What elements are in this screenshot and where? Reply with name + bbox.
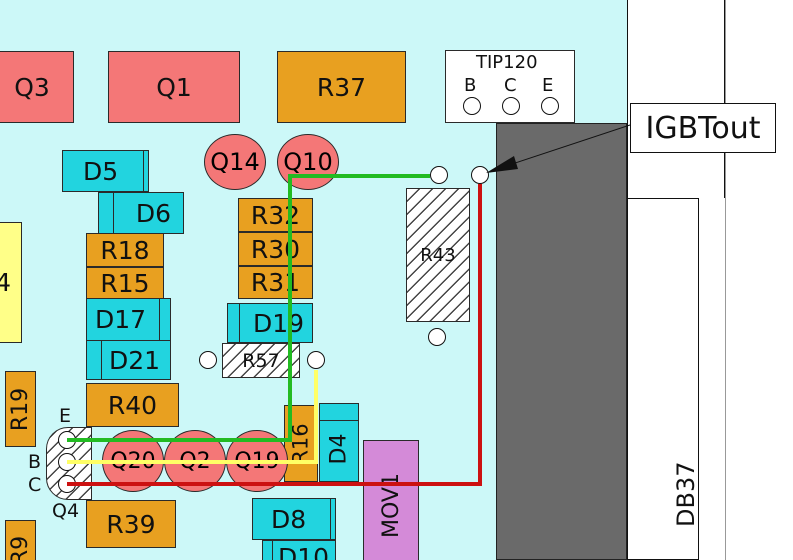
label-d21: D21 <box>108 345 160 375</box>
diode-d10: D10 <box>262 540 336 560</box>
label-partial-left: 4 <box>0 268 11 297</box>
resistor-r39: R39 <box>86 500 176 548</box>
diode-d17-band <box>153 299 160 340</box>
label-r15: R15 <box>100 268 150 298</box>
panel-right <box>725 0 793 560</box>
component-db37: DB37 <box>627 198 700 560</box>
label-q4-e: E <box>59 405 72 427</box>
label-tip120-e: E <box>542 75 554 96</box>
r57-pad-left <box>199 351 217 369</box>
callout-label: IGBTout <box>645 110 761 146</box>
diode-d5: D5 <box>62 150 149 192</box>
label-q1: Q1 <box>156 72 192 102</box>
label-q3: Q3 <box>14 72 50 102</box>
label-r39: R39 <box>106 509 156 539</box>
label-q4: Q4 <box>52 500 80 522</box>
wire-yellow <box>67 370 318 464</box>
resistor-r37: R37 <box>277 51 406 123</box>
diode-d19: D19 <box>227 303 313 343</box>
diode-d6: D6 <box>98 192 184 234</box>
diode-d21: D21 <box>86 340 171 380</box>
callout-igbtout: IGBTout <box>630 103 776 153</box>
diode-d10-band <box>263 541 273 560</box>
resistor-r43: R43 <box>406 188 470 322</box>
wire-red <box>67 184 482 486</box>
diode-d6-band <box>99 193 114 233</box>
tip120-pin-c <box>502 97 520 115</box>
resistor-r18: R18 <box>86 233 164 267</box>
diode-d19-band <box>228 304 240 342</box>
label-tip120: TIP120 <box>476 52 538 73</box>
pcb-board: Q3 Q1 R37 TIP120 B C E Q14 Q10 D5 D6 R18… <box>0 0 627 560</box>
igbt-out-pad <box>471 166 489 184</box>
diode-d8-band <box>319 499 331 539</box>
tip120-pin-b <box>463 97 481 115</box>
label-q14: Q14 <box>210 148 260 176</box>
transistor-q10: Q10 <box>277 134 339 190</box>
resistor-r57: R57 <box>222 343 300 378</box>
label-d17: D17 <box>95 305 147 334</box>
label-q4-c: C <box>28 474 42 496</box>
label-r57: R57 <box>242 349 280 372</box>
diode-d21-band <box>87 341 102 379</box>
wires <box>67 174 482 486</box>
heatsink <box>496 123 627 560</box>
label-r18: R18 <box>100 235 150 265</box>
r43-pad-bottom <box>428 328 446 346</box>
label-q4-b: B <box>28 451 42 473</box>
diode-d4-band <box>320 404 358 421</box>
resistor-r9: R9 <box>5 520 36 560</box>
r43-pad-top <box>430 166 448 184</box>
transistor-tip120: TIP120 B C E <box>445 50 575 123</box>
resistor-r19: R19 <box>5 371 36 447</box>
panel-top <box>627 0 725 198</box>
label-r40: R40 <box>107 390 158 420</box>
transistor-q14: Q14 <box>204 134 266 190</box>
r57-pad-right <box>307 351 325 369</box>
label-d10: D10 <box>277 543 329 560</box>
label-r43: R43 <box>420 244 456 266</box>
component-partial-left: 4 <box>0 222 22 343</box>
diode-d5-band <box>131 151 144 191</box>
label-d6: D6 <box>135 198 171 228</box>
diode-d8: D8 <box>252 498 336 540</box>
label-r37: R37 <box>316 72 367 102</box>
label-db37: DB37 <box>672 461 700 527</box>
transistor-q1: Q1 <box>108 51 240 123</box>
varistor-mov1: MOV1 <box>363 440 419 560</box>
label-q10: Q10 <box>283 148 333 176</box>
wire-green <box>67 174 430 442</box>
label-d19: D19 <box>252 308 304 338</box>
label-d5: D5 <box>83 156 119 186</box>
label-tip120-b: B <box>464 75 477 96</box>
diode-d4: D4 <box>319 403 359 482</box>
diode-d17: D17 <box>86 298 171 341</box>
tip120-pin-e <box>541 97 559 115</box>
label-d8: D8 <box>271 504 307 534</box>
transistor-q3: Q3 <box>0 51 74 123</box>
label-tip120-c: C <box>504 75 517 96</box>
resistor-r40: R40 <box>86 383 179 427</box>
resistor-r15: R15 <box>86 267 164 299</box>
